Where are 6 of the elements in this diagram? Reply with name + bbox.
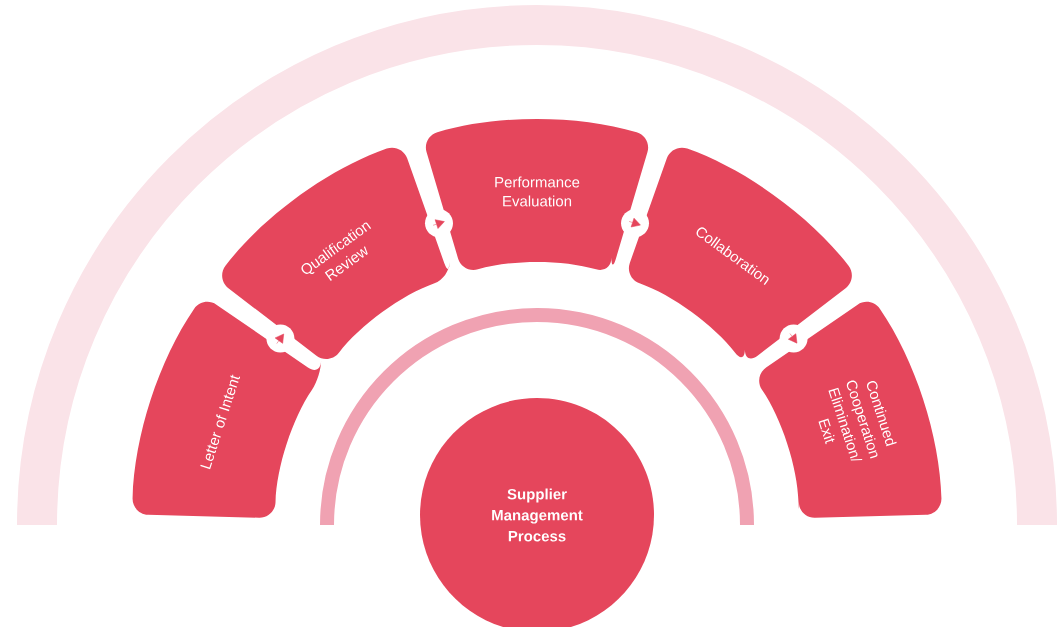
arrow [425,209,453,238]
arrow [621,209,649,238]
arrow [266,324,295,353]
arc-segment: Performance Evaluation [425,118,649,270]
arrow [779,324,808,353]
arc-segment: Letter of Intent [132,301,322,518]
